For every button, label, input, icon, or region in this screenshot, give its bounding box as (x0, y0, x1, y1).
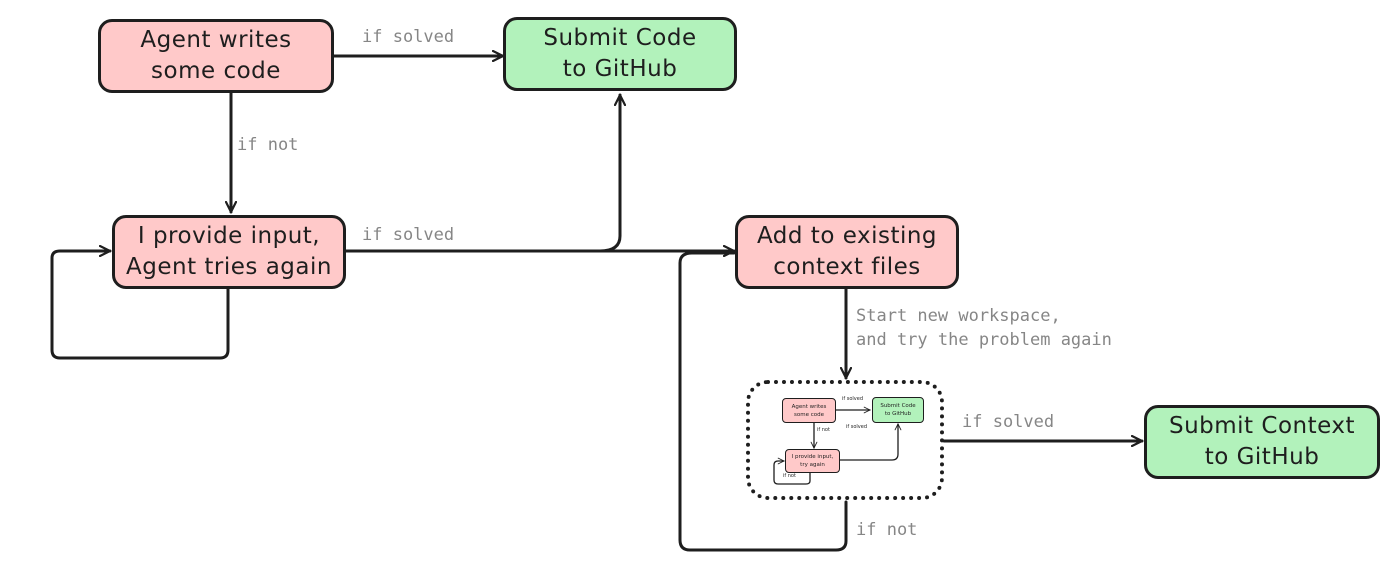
mini-arrow-input-to-submit (839, 423, 902, 461)
mini-node-agent-writes: Agent writes some code (782, 398, 836, 423)
mini-node-provide-input: I provide input, try again (785, 449, 840, 473)
label-if-solved-workspace: if solved (962, 412, 1055, 432)
mini-node-submit-code: Submit Code to GitHub (872, 397, 924, 423)
node-provide-input-agent-retries: I provide input, Agent tries again (112, 215, 346, 289)
mini-label-if-not-down: if not (817, 427, 830, 433)
label-if-solved-writes: if solved (362, 27, 455, 47)
node-submit-code-to-github: Submit Code to GitHub (503, 17, 737, 91)
label-start-new-workspace: Start new workspace, and try the problem… (856, 306, 1112, 350)
label-if-not-workspace: if not (856, 520, 918, 540)
arrow-provide-input-self-loop (50, 251, 230, 360)
mini-arrow-input-loop (773, 457, 811, 485)
new-workspace-frame (746, 380, 944, 500)
node-agent-writes-code: Agent writes some code (98, 19, 334, 93)
node-submit-context-to-github: Submit Context to GitHub (1144, 405, 1380, 479)
mini-label-if-solved-top: if solved (842, 396, 864, 402)
arrow-provide-input-to-submit-code (598, 93, 620, 253)
node-add-to-context-files: Add to existing context files (735, 215, 959, 289)
label-if-not-writes: if not (237, 135, 299, 155)
label-if-solved-input: if solved (362, 225, 455, 245)
mini-label-if-solved-mid: if solved (846, 424, 868, 430)
mini-label-if-not-loop: if not (783, 473, 796, 479)
arrow-workspace-to-add-context (678, 251, 848, 552)
